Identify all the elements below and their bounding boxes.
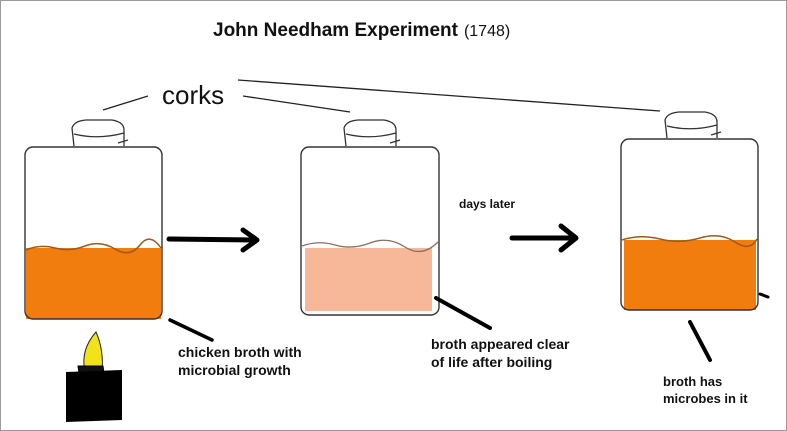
flame-icon (83, 331, 103, 373)
title-main: John Needham Experiment (213, 20, 458, 41)
flask-outline-1 (24, 146, 163, 320)
title-year: (1748) (463, 23, 511, 40)
broth-fill-3 (624, 240, 756, 310)
caption-flask-2: broth appeared clear of life after boili… (431, 335, 570, 371)
broth-surface-3 (621, 235, 758, 248)
cork-icon (71, 119, 129, 147)
caption-flask-1: chicken broth with microbial growth (178, 343, 302, 379)
leader-caption-2 (434, 296, 492, 330)
burner-icon (66, 331, 122, 422)
leader-flask-3-tick (758, 292, 770, 299)
broth-surface-1 (25, 238, 162, 254)
flask-outline-2 (300, 146, 440, 316)
arrow-right-icon (166, 227, 260, 253)
caption-2-line-2: of life after boiling (431, 354, 553, 370)
caption-flask-3: broth has microbes in it (663, 373, 748, 407)
broth-fill-2 (305, 248, 435, 311)
leader-caption-1 (168, 318, 214, 342)
caption-1-line-1: chicken broth with (178, 344, 302, 360)
caption-1-line-2: microbial growth (178, 362, 291, 378)
arrow-right-icon (509, 223, 579, 253)
flask-3 (620, 111, 759, 311)
cork-pointer-lines (102, 79, 661, 113)
broth-surface-2 (301, 239, 439, 253)
caption-leaders (168, 292, 770, 362)
caption-3-line-2: microbes in it (663, 391, 748, 406)
days-later-label: days later (459, 197, 516, 211)
cork-pointer-2 (242, 95, 351, 113)
corks-label: corks (162, 80, 225, 110)
broth-edge-2 (432, 248, 435, 311)
broth-fill-1 (26, 248, 161, 319)
flask-1 (24, 119, 163, 320)
caption-3-line-1: broth has (663, 374, 723, 389)
cork-icon (343, 119, 401, 147)
cork-pointer-1 (102, 95, 149, 111)
diagram-title: John Needham Experiment (1748) (213, 20, 510, 42)
caption-2-line-1: broth appeared clear (431, 336, 570, 352)
flask-2 (300, 119, 440, 316)
leader-caption-3 (688, 320, 712, 362)
cork-icon (664, 111, 722, 139)
flask-outline-3 (620, 138, 759, 311)
cork-pointer-3 (237, 79, 661, 112)
